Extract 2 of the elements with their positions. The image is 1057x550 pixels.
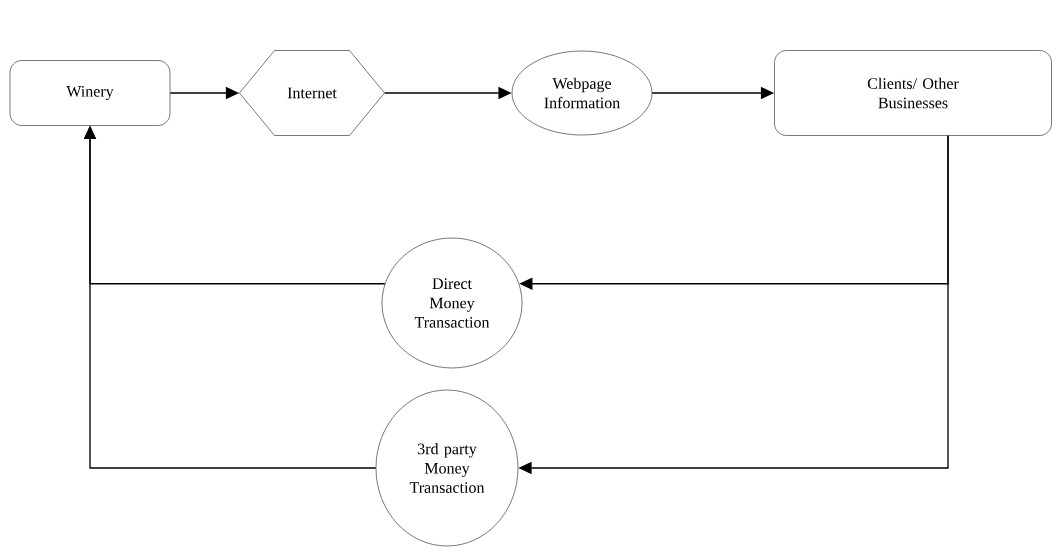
process-box: Clients/ Other Businesses [774,50,1052,136]
process-box: Winery [9,60,171,126]
